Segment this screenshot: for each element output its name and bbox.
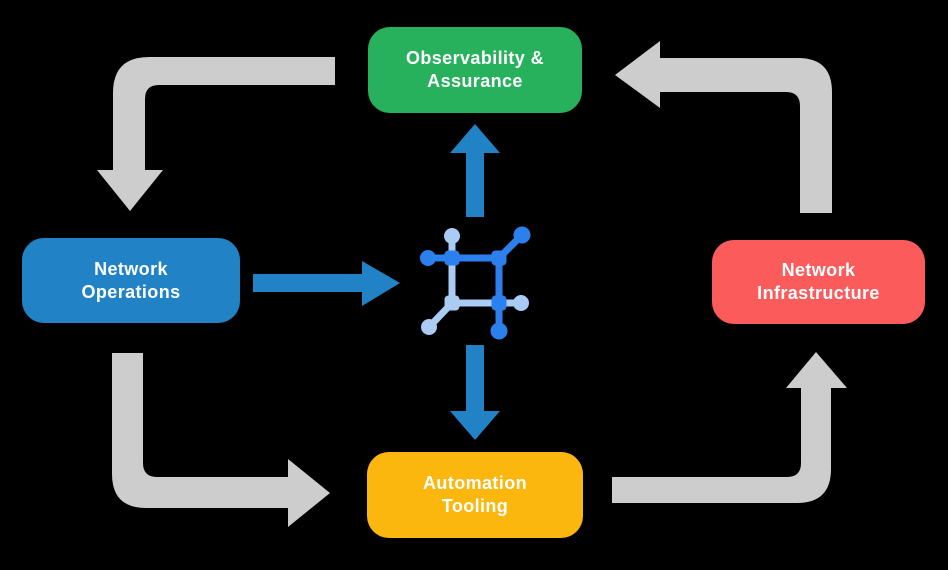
icon-dark-junction-top-left bbox=[444, 250, 460, 266]
icon-dark-node-top-right bbox=[513, 226, 531, 244]
icon-dark-junction-bottom-right bbox=[491, 295, 507, 311]
arrow-operations-to-automation bbox=[112, 353, 330, 527]
node-label-line: Network bbox=[94, 258, 168, 279]
node-label-line: Observability & bbox=[405, 48, 545, 68]
node-label-line: Tooling bbox=[441, 496, 509, 516]
arrow-operations-to-center bbox=[253, 261, 400, 306]
node-network-infrastructure: Network Infrastructure bbox=[712, 240, 925, 324]
arrow-automation-to-infrastructure bbox=[612, 352, 847, 503]
icon-dark-node-bottom bbox=[490, 322, 508, 340]
node-label-line: Assurance bbox=[427, 71, 523, 91]
node-label-line: Infrastructure bbox=[757, 283, 880, 303]
arrow-infrastructure-to-observability bbox=[615, 41, 832, 213]
node-label-line: Operations bbox=[81, 281, 181, 302]
icon-light-node-top bbox=[444, 228, 460, 244]
node-observability-assurance: Observability & Assurance bbox=[368, 27, 582, 113]
arrow-center-to-automation bbox=[450, 345, 500, 440]
node-label-line: Network bbox=[781, 260, 856, 280]
node-label-line: Automation bbox=[423, 473, 527, 493]
icon-light-node-right bbox=[513, 295, 529, 311]
icon-dark-junction-top-right bbox=[491, 250, 507, 266]
icon-light-node-bottom-left bbox=[421, 319, 437, 335]
icon-dark-node-left bbox=[420, 250, 436, 266]
network-nodes-icon bbox=[420, 226, 531, 340]
node-network-operations: Network Operations bbox=[22, 238, 240, 323]
arrow-center-to-observability bbox=[450, 124, 500, 217]
arrow-observability-to-operations bbox=[97, 57, 335, 211]
icon-light-junction bbox=[444, 295, 460, 311]
node-automation-tooling: Automation Tooling bbox=[367, 452, 583, 538]
